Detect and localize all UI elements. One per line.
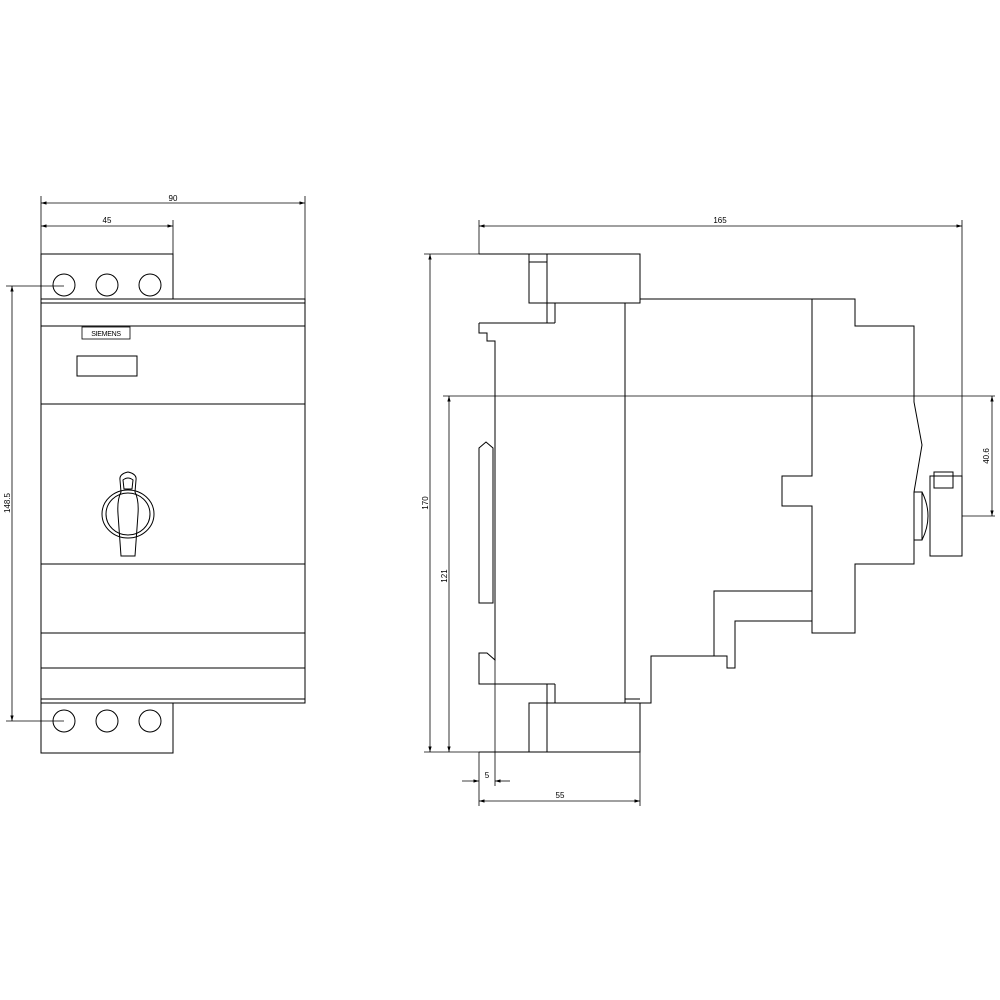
dim-label-55: 55: [556, 791, 565, 800]
terminal-screw: [138, 273, 162, 297]
front-view: SIEMENS 90 45: [3, 194, 306, 754]
label-window: [76, 355, 138, 377]
dimension-knob-offset: 40.6: [962, 396, 995, 517]
dimension-depth: 165: [478, 216, 963, 476]
dim-label-121: 121: [440, 569, 449, 583]
dimension-rail-height: 121: [440, 395, 995, 752]
dimension-height: 148.5: [3, 285, 64, 722]
side-view: 165 170 121 40.6 5: [421, 216, 995, 806]
dim-label-90: 90: [169, 194, 178, 203]
dim-label-170: 170: [421, 496, 430, 510]
top-terminal-side: [528, 253, 641, 323]
brand-logo: SIEMENS: [81, 326, 131, 340]
dim-label-148-5: 148.5: [3, 492, 12, 513]
dimension-total-width: 90: [40, 194, 306, 299]
terminal-screw: [138, 709, 162, 733]
terminal-screw: [95, 273, 119, 297]
din-clip: [478, 303, 640, 703]
side-step-detail: [713, 299, 813, 656]
terminal-screw: [52, 273, 76, 297]
dimension-terminal-width: 45: [41, 216, 174, 254]
bottom-terminal-block: [40, 702, 174, 754]
side-profile: [479, 253, 923, 753]
bottom-terminal-side: [528, 684, 641, 753]
dim-label-45: 45: [103, 216, 112, 225]
dim-label-40-6: 40.6: [982, 448, 991, 464]
front-housing: [40, 298, 306, 704]
dimension-rail-offset: 5: [462, 660, 510, 806]
dimension-total-height: 170: [421, 253, 529, 753]
rotary-knob: [101, 471, 155, 557]
dim-label-5: 5: [485, 771, 490, 780]
dimension-base-depth: 55: [479, 752, 641, 806]
top-terminal-block: [40, 253, 174, 300]
brand-logo-text: SIEMENS: [91, 331, 121, 338]
dim-label-165: 165: [713, 216, 727, 225]
knob-shaft-side: [914, 471, 963, 557]
terminal-screw: [95, 709, 119, 733]
